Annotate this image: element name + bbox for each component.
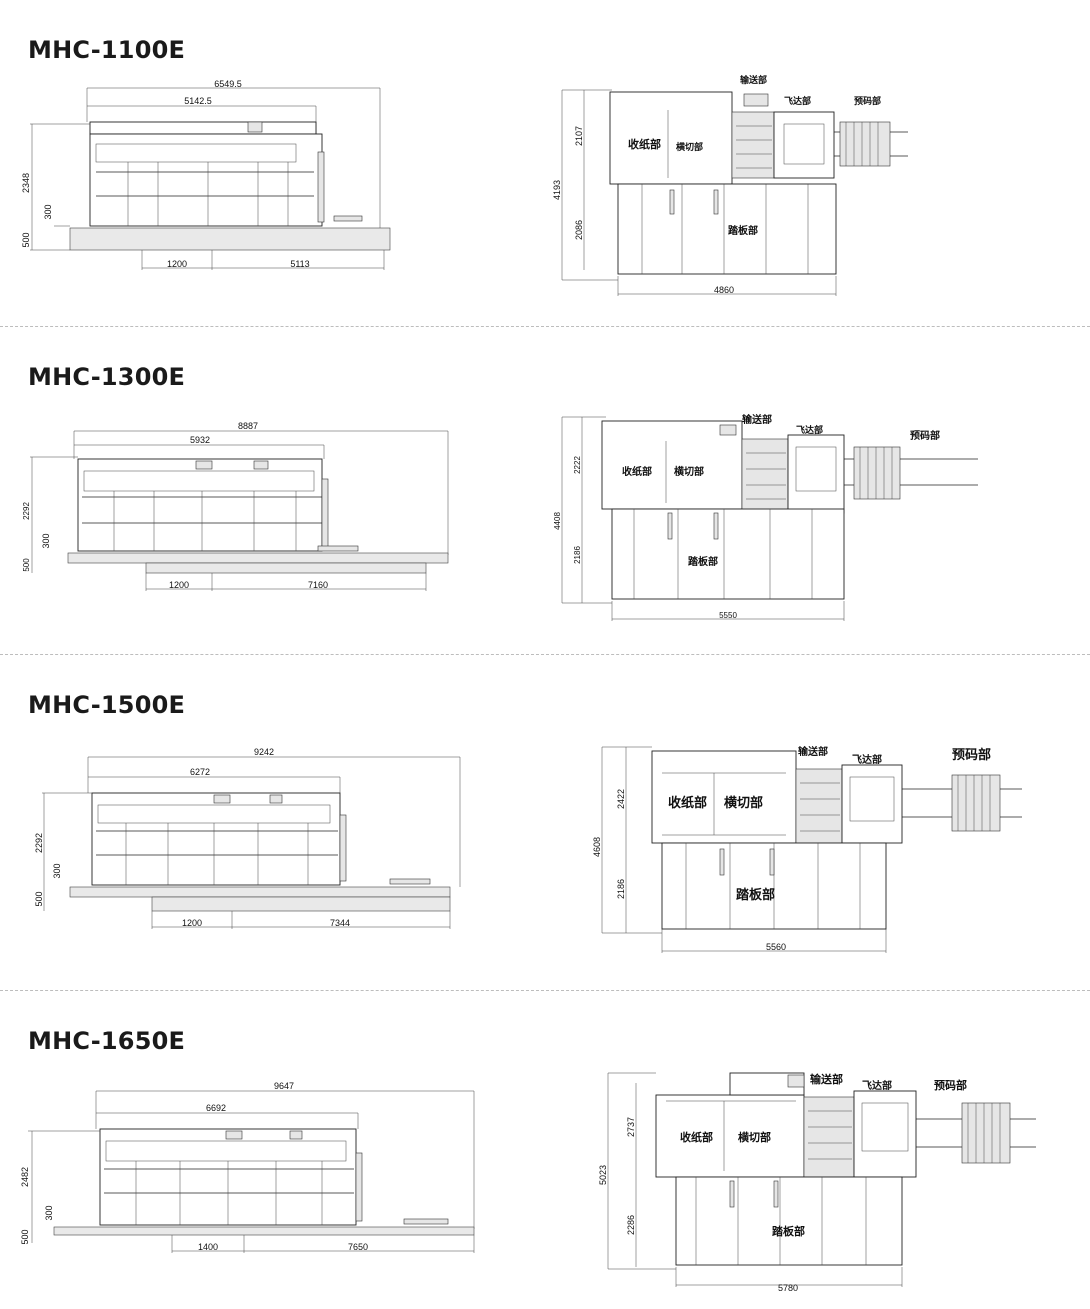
label-preload: 预码部 xyxy=(910,429,940,442)
dim-depth: 4408 xyxy=(553,512,562,530)
side-view-drawing: 8887 5932 2292 300 500 1200 7160 xyxy=(22,421,449,591)
top-view-drawing: 4608 2422 2186 5560 收纸部 横切部 输送部 飞达部 预码部 … xyxy=(592,745,1022,953)
label-cutting: 横切部 xyxy=(738,1130,771,1144)
model-title: MHC-1100E xyxy=(28,36,186,64)
dim-base: 500 xyxy=(34,891,44,906)
label-delivery: 收纸部 xyxy=(680,1130,713,1144)
section-divider xyxy=(0,654,1090,655)
model-section-1: MHC-1100E 6549.5 5142.5 2348 300 500 120… xyxy=(0,0,1090,326)
dim-width: 5560 xyxy=(766,942,786,952)
label-flyer: 飞达部 xyxy=(784,95,811,106)
dim-step: 300 xyxy=(44,1205,54,1220)
dim-step: 300 xyxy=(52,863,62,878)
top-view-drawing: 5023 2737 2286 5780 收纸部 横切部 输送部 飞达部 预码部 … xyxy=(598,1072,1036,1293)
dim-upper: 2107 xyxy=(574,126,584,146)
model-section-2: MHC-1300E 8887 5932 2292 300 500 1200 71… xyxy=(0,327,1090,653)
dim-body: 5142.5 xyxy=(184,96,212,106)
model-section-3: MHC-1500E 9242 6272 2292 300 500 1200 73… xyxy=(0,655,1090,991)
dim-base: 500 xyxy=(20,1229,30,1244)
model-title: MHC-1500E xyxy=(28,691,186,719)
dim-depth: 4193 xyxy=(552,180,562,200)
label-delivery: 收纸部 xyxy=(628,137,661,151)
label-pedal: 踏板部 xyxy=(772,1224,805,1238)
dim-height: 2348 xyxy=(21,173,31,193)
dim-upper: 2422 xyxy=(616,789,626,809)
dim-overall: 6549.5 xyxy=(214,79,242,89)
label-flyer: 飞达部 xyxy=(862,1079,892,1092)
label-conveyor: 输送部 xyxy=(798,745,828,758)
label-pedal: 踏板部 xyxy=(688,555,718,568)
dim-depth: 5023 xyxy=(598,1165,608,1185)
dim-length: 7160 xyxy=(308,580,328,590)
label-preload: 预码部 xyxy=(952,747,991,762)
label-preload: 预码部 xyxy=(934,1078,967,1092)
section-divider xyxy=(0,326,1090,327)
section-divider xyxy=(0,990,1090,991)
label-delivery: 收纸部 xyxy=(622,465,652,478)
label-pedal: 踏板部 xyxy=(736,887,775,902)
dim-lower: 2186 xyxy=(573,546,582,564)
dim-length: 5113 xyxy=(290,259,309,269)
label-delivery: 收纸部 xyxy=(668,795,707,810)
dim-depth: 4608 xyxy=(592,837,602,857)
dim-body: 6272 xyxy=(190,767,210,777)
dim-upper: 2737 xyxy=(626,1117,636,1137)
dim-gap: 1400 xyxy=(198,1242,218,1252)
dim-width: 5780 xyxy=(778,1283,798,1293)
dim-length: 7344 xyxy=(330,918,350,928)
dim-lower: 2086 xyxy=(574,220,584,240)
dim-base: 500 xyxy=(21,232,31,247)
dim-width: 4860 xyxy=(714,285,734,295)
label-flyer: 飞达部 xyxy=(852,753,882,766)
label-conveyor: 输送部 xyxy=(810,1072,843,1086)
dim-width: 5550 xyxy=(719,611,737,620)
dim-step: 300 xyxy=(41,533,51,548)
dim-upper: 2222 xyxy=(573,456,582,474)
dim-overall: 9242 xyxy=(254,747,274,757)
dim-height: 2292 xyxy=(34,833,44,853)
dim-lower: 2286 xyxy=(626,1215,636,1235)
dim-gap: 1200 xyxy=(182,918,202,928)
dim-gap: 1200 xyxy=(167,259,187,269)
label-conveyor: 输送部 xyxy=(740,74,767,85)
label-cutting: 横切部 xyxy=(676,141,703,152)
label-cutting: 横切部 xyxy=(724,795,763,810)
label-pedal: 踏板部 xyxy=(728,224,758,237)
model-title: MHC-1650E xyxy=(28,1027,186,1055)
dim-gap: 1200 xyxy=(169,580,189,590)
label-cutting: 横切部 xyxy=(674,465,704,478)
dim-overall: 8887 xyxy=(238,421,258,431)
model-title: MHC-1300E xyxy=(28,363,186,391)
dim-height: 2292 xyxy=(22,502,31,520)
side-view-drawing: 9242 6272 2292 300 500 1200 7344 xyxy=(34,747,461,929)
dim-length: 7650 xyxy=(348,1242,368,1252)
top-view-drawing: 4408 2222 2186 5550 收纸部 横切部 输送部 飞达部 预码部 … xyxy=(553,413,978,621)
dim-base: 500 xyxy=(22,558,31,572)
dim-body: 6692 xyxy=(206,1103,226,1113)
label-conveyor: 输送部 xyxy=(742,413,772,426)
top-view-drawing: 4193 2107 2086 4860 收纸部 横切部 输送部 飞达部 预码部 … xyxy=(552,74,908,296)
dim-body: 5932 xyxy=(190,435,210,445)
label-flyer: 飞达部 xyxy=(796,424,823,435)
model-section-4: MHC-1650E 9647 6692 2482 300 500 1400 76… xyxy=(0,991,1090,1309)
side-view-drawing: 6549.5 5142.5 2348 300 500 1200 5113 xyxy=(21,79,391,270)
side-view-drawing: 9647 6692 2482 300 500 1400 7650 xyxy=(20,1081,475,1253)
dim-lower: 2186 xyxy=(616,879,626,899)
dim-height: 2482 xyxy=(20,1167,30,1187)
dim-step: 300 xyxy=(43,204,53,219)
dim-overall: 9647 xyxy=(274,1081,294,1091)
label-preload: 预码部 xyxy=(854,95,881,106)
